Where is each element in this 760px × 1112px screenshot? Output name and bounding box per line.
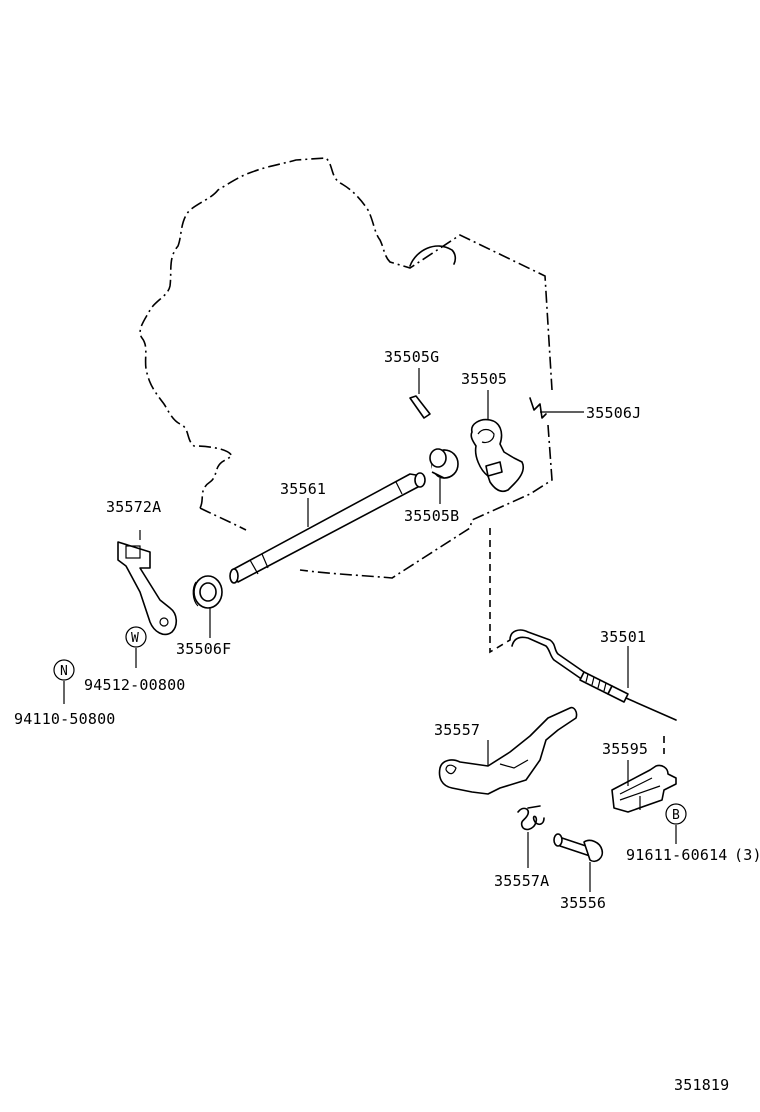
spring-35557a [517,805,545,868]
label-35557: 35557 [434,721,480,739]
lever-35557 [438,706,578,795]
label-91611-60614: 91611-60614 [626,846,728,864]
label-35505g: 35505G [384,348,439,366]
label-35557a: 35557A [494,872,549,890]
part-labels: 35505G 35505 35506J 35561 35505B 35572A … [14,348,760,1094]
shaft-35561 [229,472,426,584]
lever-35572a [53,530,178,704]
label-35506j: 35506J [586,404,641,422]
lever-35505 [470,390,525,493]
clip-35506j [529,397,584,419]
label-35506f: 35506F [176,640,231,658]
bushing-35505b [429,448,459,504]
label-35501: 35501 [600,628,646,646]
pin-35505g [409,368,431,419]
pin-35556 [553,833,604,892]
marker-n: N [60,664,68,679]
figure-number: 351819 [674,1076,729,1094]
circle-markers: W N B [60,631,680,823]
bracket-35595 [611,760,687,844]
seal-35506f [192,575,223,638]
cable-35501 [509,629,677,754]
label-35556: 35556 [560,894,606,912]
marker-w: W [131,631,139,646]
marker-b: B [672,808,680,823]
label-35595: 35595 [602,740,648,758]
label-35561: 35561 [280,480,326,498]
label-35505b: 35505B [404,507,459,525]
transmission-housing-outline [139,157,553,654]
label-94512-00800: 94512-00800 [84,676,186,694]
label-94110-50800: 94110-50800 [14,710,116,728]
label-35572a: 35572A [106,498,161,516]
label-91611-qty: (3) [734,846,760,864]
label-35505: 35505 [461,370,507,388]
